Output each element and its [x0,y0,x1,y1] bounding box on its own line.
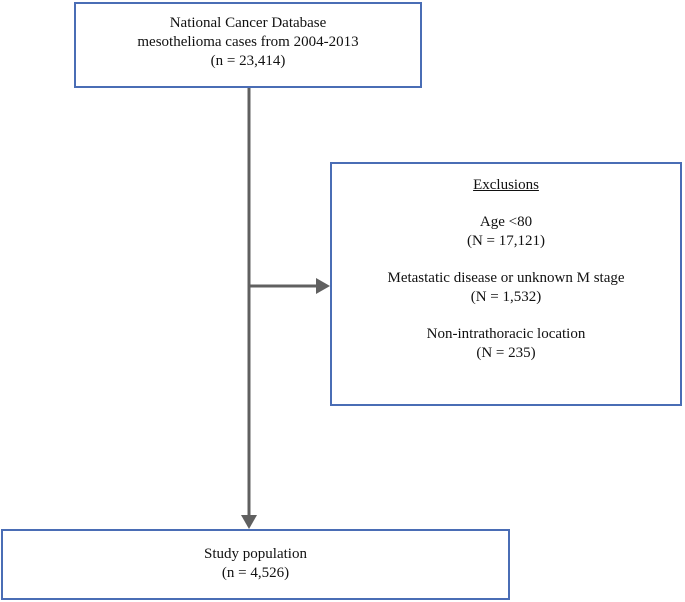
exclusion-label: Metastatic disease or unknown M stage [387,270,625,286]
exclusions-heading: Exclusions [473,177,539,193]
exclusion-item-metastatic: Metastatic disease or unknown M stage (N… [332,269,680,307]
exclusion-item-age: Age <80 (N = 17,121) [332,213,680,251]
study-population-title: Study population [204,546,307,562]
exclusion-label: Age <80 [479,214,533,230]
main-flow-arrowhead [241,515,257,529]
source-subtitle: mesothelioma cases from 2004-2013 [137,34,359,50]
exclusions-box: Exclusions Age <80 (N = 17,121) Metastat… [330,162,682,406]
exclusion-count: (N = 1,532) [470,289,542,305]
exclusion-count: (N = 235) [476,345,536,361]
exclusion-count: (N = 17,121) [466,233,546,249]
exclusion-label: Non-intrathoracic location [426,326,586,342]
source-title: National Cancer Database [169,15,327,31]
exclusion-branch-arrowhead [316,278,330,294]
study-population-count: (n = 4,526) [221,565,290,581]
exclusion-item-location: Non-intrathoracic location (N = 235) [332,325,680,363]
study-population-box: Study population (n = 4,526) [1,529,510,600]
source-count: (n = 23,414) [210,53,286,69]
source-population-box: National Cancer Database mesothelioma ca… [74,2,422,88]
